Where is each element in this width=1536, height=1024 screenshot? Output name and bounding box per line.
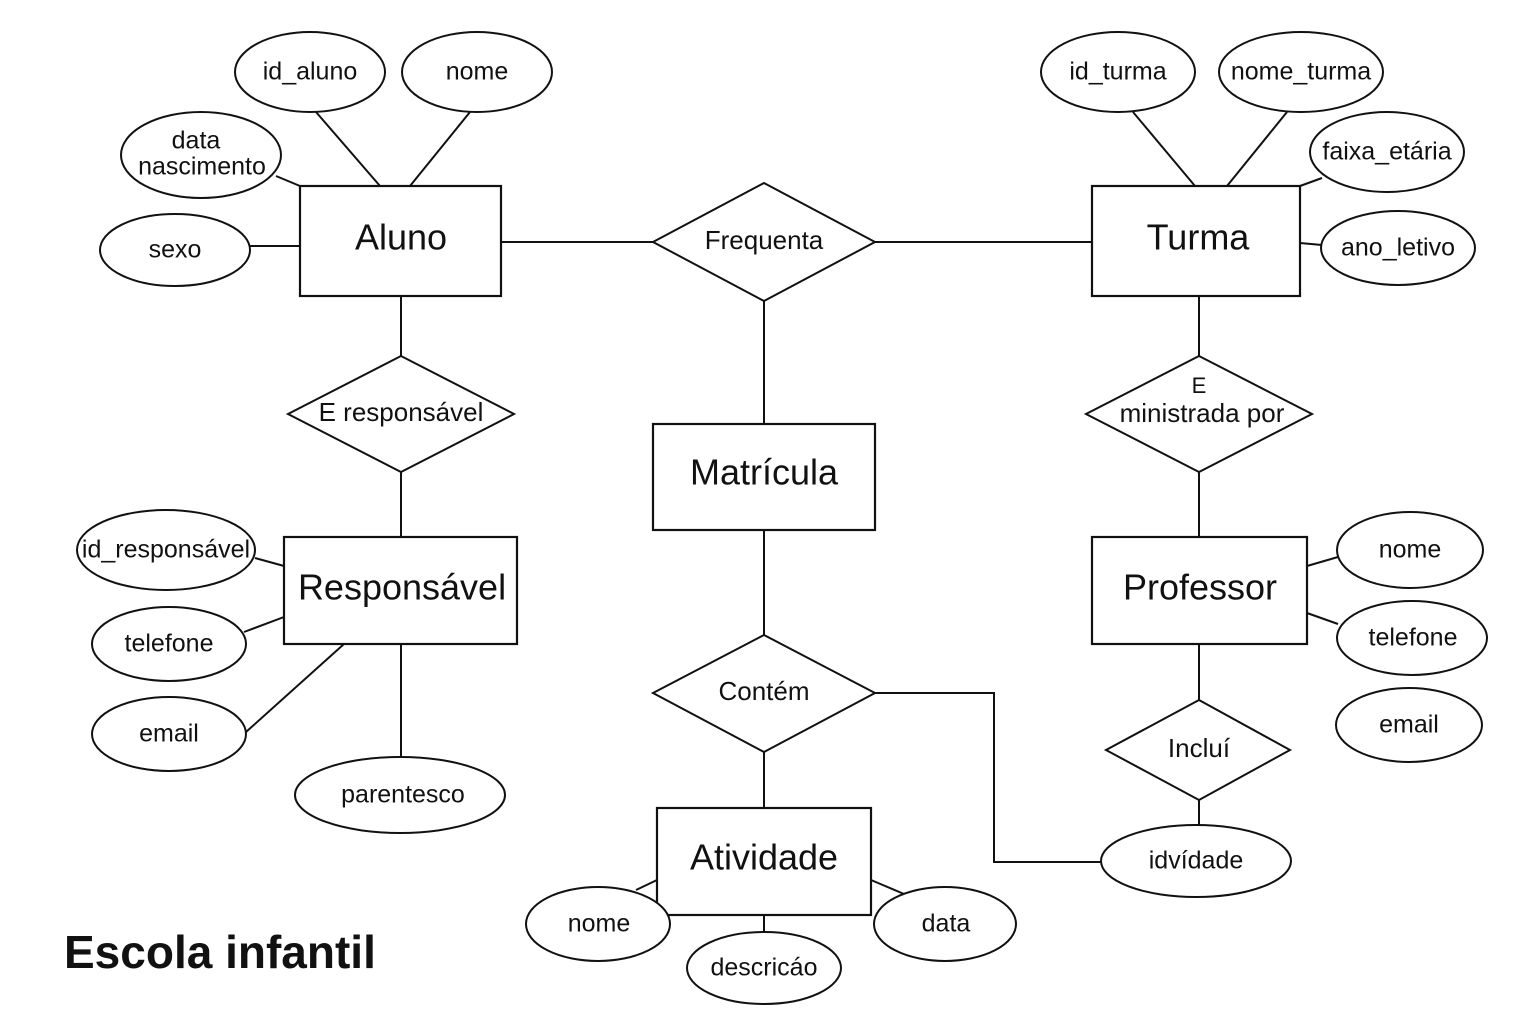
attribute-turma-ano-letivo: ano_letivo <box>1320 210 1476 286</box>
attribute-aluno-nome: nome <box>401 31 553 113</box>
entity-aluno-label: Aluno <box>355 217 447 258</box>
attribute-responsavel-id: id_responsável <box>76 509 256 591</box>
relationship-frequenta-label: Frequenta <box>705 225 824 255</box>
relationship-contem: Contém <box>650 633 878 754</box>
relationship-e-ministrada-por: E ministrada por <box>1083 354 1315 474</box>
attribute-responsavel-parentesco-label: parentesco <box>341 781 465 809</box>
attribute-atividade-descricao: descricáo <box>686 931 842 1005</box>
attribute-turma-id: id_turma <box>1040 31 1196 113</box>
attribute-responsavel-telefone-label: telefone <box>125 630 214 658</box>
attribute-turma-faixa-label: faixa_etária <box>1322 138 1451 166</box>
relationship-inclui-label: Incluí <box>1168 733 1231 763</box>
relationship-e-ministrada-por-label-line1: E <box>1192 373 1207 398</box>
entity-atividade: Atividade <box>655 806 873 917</box>
attribute-aluno-nascimento-label: nascimento <box>138 153 266 181</box>
attribute-aluno-sexo: sexo <box>99 213 251 287</box>
attribute-turma-nome-label: nome_turma <box>1231 58 1371 86</box>
relationship-e-ministrada-por-label-line2: ministrada por <box>1120 398 1285 428</box>
attribute-atividade-data: data <box>873 886 1017 962</box>
attribute-professor-telefone: telefone <box>1336 600 1488 676</box>
attribute-responsavel-email-label: email <box>139 720 199 748</box>
attribute-atividade-descricao-label: descricáo <box>711 954 818 982</box>
entity-responsavel: Responsável <box>282 535 519 646</box>
attribute-inclui-idatividade: idvídade <box>1100 824 1292 898</box>
entity-professor: Professor <box>1090 535 1309 646</box>
attribute-professor-email: email <box>1335 687 1483 763</box>
attribute-professor-nome-label: nome <box>1379 536 1442 564</box>
attribute-professor-email-label: email <box>1379 711 1439 739</box>
attribute-inclui-idatividade-label: idvídade <box>1149 847 1244 875</box>
diagram-title: Escola infantil <box>64 926 376 978</box>
attribute-turma-id-label: id_turma <box>1069 58 1166 86</box>
relationship-e-responsavel: E responsável <box>285 354 517 474</box>
attribute-aluno-sexo-label: sexo <box>149 236 202 264</box>
entity-matricula-label: Matrícula <box>690 452 839 493</box>
attribute-responsavel-parentesco: parentesco <box>294 756 506 834</box>
relationship-contem-label: Contém <box>718 676 809 706</box>
relationship-frequenta: Frequenta <box>650 181 878 303</box>
attribute-turma-nome: nome_turma <box>1218 31 1384 113</box>
entity-responsavel-label: Responsável <box>298 567 506 608</box>
attribute-responsavel-telefone: telefone <box>91 606 247 682</box>
attribute-atividade-nome-label: nome <box>568 910 631 938</box>
attribute-aluno-id: id_aluno <box>234 31 386 113</box>
connector-lines <box>243 111 1339 932</box>
entity-matricula: Matrícula <box>651 422 877 532</box>
attribute-aluno-nome-label: nome <box>446 58 509 86</box>
attribute-turma-ano-label: ano_letivo <box>1341 234 1455 262</box>
attribute-aluno-data-nascimento: data nascimento <box>120 111 282 199</box>
attribute-atividade-nome: nome <box>525 886 671 962</box>
attribute-aluno-data-label: data <box>172 127 221 155</box>
entity-atividade-label: Atividade <box>690 837 838 878</box>
attribute-aluno-id-label: id_aluno <box>263 58 358 86</box>
attribute-responsavel-email: email <box>91 696 247 772</box>
attribute-turma-faixa-etaria: faixa_etária <box>1309 111 1465 193</box>
relationship-inclui: Incluí <box>1103 698 1293 802</box>
attribute-atividade-data-label: data <box>922 910 971 938</box>
entity-aluno: Aluno <box>298 184 503 298</box>
entity-turma: Turma <box>1090 184 1302 298</box>
entity-professor-label: Professor <box>1123 567 1277 608</box>
attribute-professor-telefone-label: telefone <box>1369 624 1458 652</box>
attribute-responsavel-id-label: id_responsável <box>82 536 250 564</box>
attribute-professor-nome: nome <box>1336 511 1484 589</box>
relationship-e-responsavel-label: E responsável <box>319 397 484 427</box>
entity-turma-label: Turma <box>1147 217 1251 258</box>
